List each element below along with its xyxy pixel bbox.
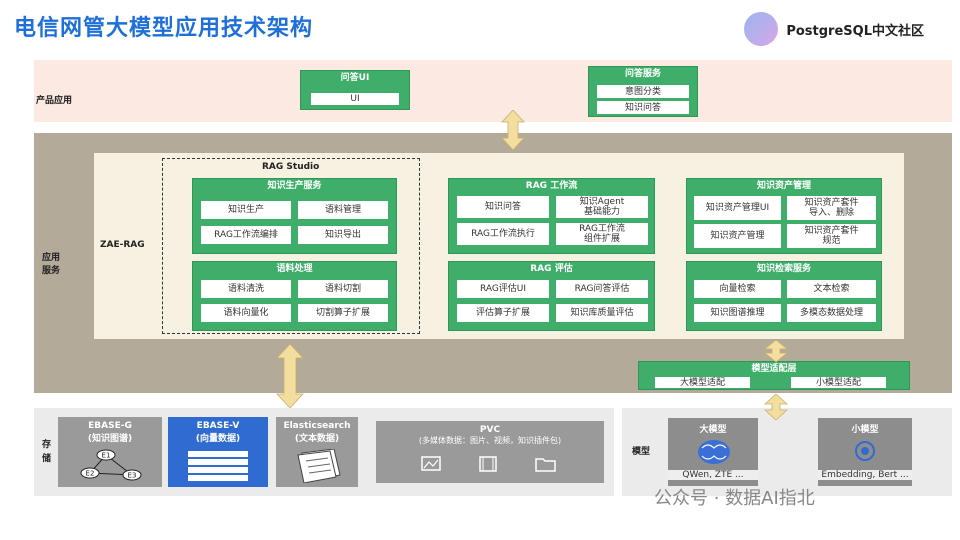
- documents-icon: [297, 449, 341, 483]
- graph-node: E2: [86, 470, 95, 478]
- rag-eval-item: RAG评估UI: [457, 280, 549, 298]
- qa-service-box: 问答服务 意图分类 知识问答: [588, 66, 698, 117]
- knowledge-production-item: 语料管理: [298, 201, 388, 219]
- knowledge-asset-item: 知识资产管理UI: [694, 196, 781, 220]
- watermark: 公众号 · 数据AI指北: [654, 488, 815, 509]
- zae-rag-label: ZAE-RAG: [100, 240, 145, 250]
- corpus-item: 语料切割: [298, 280, 388, 298]
- knowledge-search-item: 文本检索: [787, 280, 876, 298]
- knowledge-production-box: 知识生产服务 知识生产 语料管理 RAG工作流编排 知识导出: [192, 178, 397, 254]
- ebase-v-title: EBASE-V: [196, 421, 240, 431]
- small-model-title: 小模型: [851, 425, 879, 435]
- model-adapter-item: 小模型适配: [791, 377, 886, 388]
- brand-name: PostgreSQL中文社区: [786, 24, 924, 39]
- small-model-box: 小模型 Embedding, Bert ...: [818, 418, 912, 486]
- knowledge-asset-title: 知识资产管理: [756, 181, 811, 191]
- rag-workflow-item: RAG工作流执行: [457, 223, 549, 245]
- pvc-sub: (多媒体数据：图片、视频，知识插件包): [418, 436, 562, 445]
- graph-icon: E1 E2 E3: [80, 449, 142, 481]
- model-adapter-item: 大模型适配: [655, 377, 750, 388]
- qa-ui-title: 问答UI: [340, 73, 370, 83]
- brain-icon: [698, 440, 730, 464]
- large-model-box: 大模型 QWen, ZTE ...: [668, 418, 758, 486]
- knowledge-production-item: 知识导出: [298, 226, 388, 244]
- app-layer-label: 应用 服务: [42, 253, 61, 276]
- graph-node: E3: [128, 472, 137, 480]
- knowledge-asset-item: 知识资产套件 导入、删除: [787, 196, 876, 220]
- model-adapter-box: 模型适配层 大模型适配 小模型适配: [638, 361, 910, 390]
- knowledge-asset-item: 知识资产套件 规范: [787, 224, 876, 248]
- rag-studio-frame: [162, 158, 420, 334]
- knowledge-search-item: 向量检索: [694, 280, 781, 298]
- chip-icon: [855, 441, 875, 461]
- product-layer-label: 产品应用: [36, 96, 73, 106]
- knowledge-asset-item: 知识资产管理: [694, 224, 781, 248]
- pvc-title: PVC: [479, 425, 501, 435]
- product-layer: [34, 60, 952, 122]
- rag-workflow-item: 知识问答: [457, 196, 549, 218]
- page-title: 电信网管大模型应用技术架构: [14, 16, 314, 41]
- adapter-app-arrow: [764, 340, 788, 362]
- ebase-g-title: EBASE-G: [88, 421, 132, 431]
- corpus-box: 语料处理 语料清洗 语料切割 语料向量化 切割算子扩展: [192, 261, 397, 331]
- ebase-g-sub: (知识图谱): [87, 434, 133, 444]
- small-model-caption: Embedding, Bert ...: [818, 470, 912, 480]
- knowledge-search-item: 多模态数据处理: [787, 304, 876, 322]
- knowledge-asset-box: 知识资产管理 知识资产管理UI 知识资产套件 导入、删除 知识资产管理 知识资产…: [686, 178, 882, 254]
- knowledge-production-item: RAG工作流编排: [201, 226, 291, 244]
- rag-eval-item: 评估算子扩展: [457, 304, 549, 322]
- large-model-caption: QWen, ZTE ...: [668, 470, 758, 480]
- elasticsearch-title: Elasticsearch: [283, 421, 351, 431]
- graph-node: E1: [102, 452, 111, 460]
- rag-workflow-item: 知识Agent 基础能力: [556, 196, 648, 218]
- elasticsearch-box: Elasticsearch (文本数据): [276, 417, 358, 487]
- rag-studio-title: RAG Studio: [262, 162, 320, 172]
- vector-table-icon: [188, 451, 248, 481]
- corpus-item: 语料向量化: [201, 304, 291, 322]
- rag-workflow-box: RAG 工作流 知识问答 知识Agent 基础能力 RAG工作流执行 RAG工作…: [448, 178, 655, 254]
- knowledge-search-item: 知识图谱推理: [694, 304, 781, 322]
- ebase-g-box: EBASE-G (知识图谱) E1 E2 E3: [58, 417, 162, 487]
- rag-workflow-item: RAG工作流 组件扩展: [556, 223, 648, 245]
- corpus-item: 语料清洗: [201, 280, 291, 298]
- model-layer-label: 模型: [632, 447, 651, 457]
- qa-ui-item: UI: [311, 93, 399, 105]
- brand-logo: [744, 12, 778, 46]
- storage-layer-label: 存 储: [42, 440, 52, 464]
- elasticsearch-sub: (文本数据): [294, 434, 340, 444]
- rag-eval-title: RAG 评估: [530, 264, 573, 274]
- rag-eval-item: 知识库质量评估: [556, 304, 648, 322]
- pvc-box: PVC (多媒体数据：图片、视频，知识插件包): [376, 421, 604, 483]
- app-storage-arrow: [276, 344, 304, 408]
- corpus-item: 切割算子扩展: [298, 304, 388, 322]
- ebase-v-sub: (向量数据): [195, 434, 241, 444]
- large-model-title: 大模型: [699, 425, 727, 435]
- ebase-v-box: EBASE-V (向量数据): [168, 417, 268, 487]
- knowledge-production-title: 知识生产服务: [267, 181, 322, 191]
- adapter-model-arrow: [764, 394, 788, 420]
- knowledge-production-item: 知识生产: [201, 201, 291, 219]
- rag-eval-item: RAG问答评估: [556, 280, 648, 298]
- model-adapter-title: 模型适配层: [751, 364, 797, 374]
- qa-service-item: 知识问答: [597, 101, 689, 114]
- qa-ui-box: 问答UI UI: [300, 70, 410, 110]
- qa-service-title: 问答服务: [624, 69, 661, 79]
- media-icons: [421, 456, 556, 472]
- qa-service-item: 意图分类: [597, 85, 689, 98]
- rag-eval-box: RAG 评估 RAG评估UI RAG问答评估 评估算子扩展 知识库质量评估: [448, 261, 655, 331]
- knowledge-search-box: 知识检索服务 向量检索 文本检索 知识图谱推理 多模态数据处理: [686, 261, 882, 331]
- knowledge-search-title: 知识检索服务: [756, 264, 811, 274]
- corpus-title: 语料处理: [276, 264, 313, 274]
- rag-workflow-title: RAG 工作流: [525, 181, 578, 191]
- product-app-arrow: [501, 110, 525, 150]
